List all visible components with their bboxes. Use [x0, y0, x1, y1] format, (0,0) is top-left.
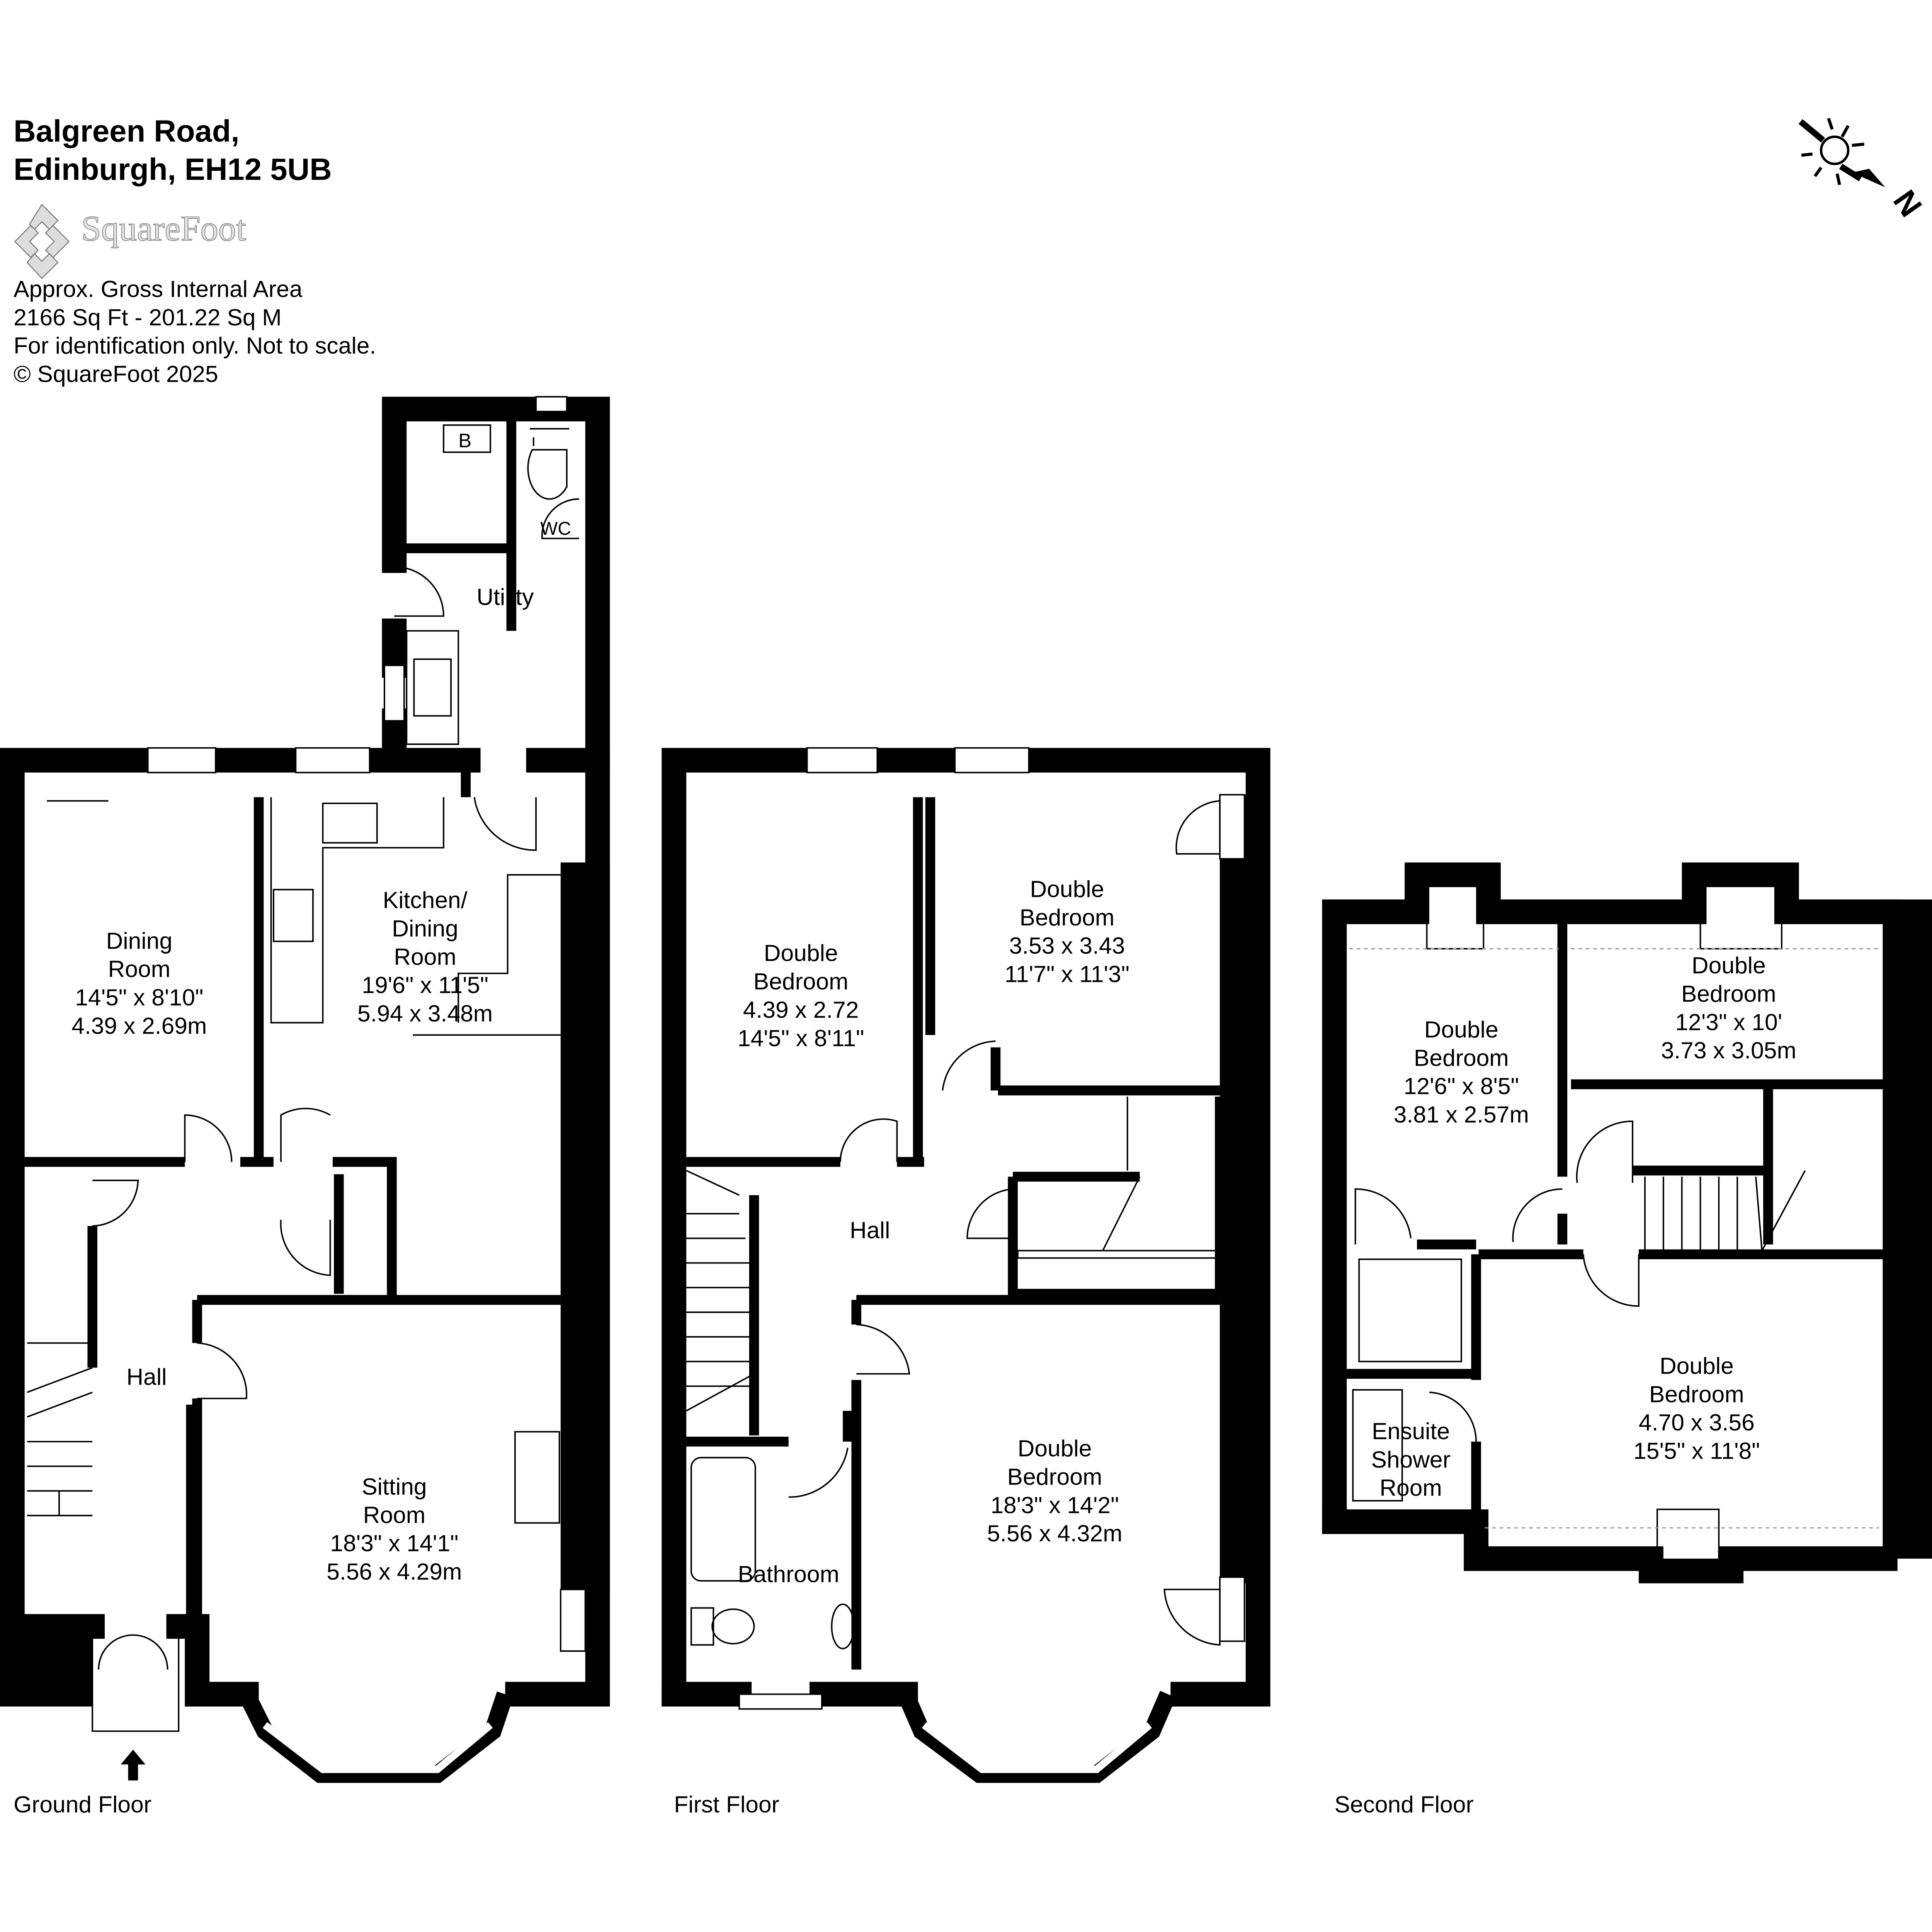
svg-text:Kitchen/: Kitchen/: [383, 887, 468, 913]
svg-text:5.56 x 4.32m: 5.56 x 4.32m: [987, 1520, 1122, 1546]
boiler-label: B: [458, 430, 471, 452]
svg-text:11'7" x 11'3": 11'7" x 11'3": [1005, 961, 1129, 987]
svg-text:Double: Double: [1660, 1352, 1734, 1379]
ground-floor-plan: B Dining Room 14'5" x 8'10" 4.39 x 2.69m…: [0, 396, 610, 1818]
svg-text:SquareFoot: SquareFoot: [81, 209, 246, 248]
svg-text:14'5" x 8'11": 14'5" x 8'11": [738, 1025, 864, 1051]
svg-text:14'5" x 8'10": 14'5" x 8'10": [75, 984, 203, 1010]
svg-text:4.39 x 2.69m: 4.39 x 2.69m: [71, 1012, 207, 1039]
room-ensuite: Ensuite Shower Room: [1371, 1418, 1450, 1501]
room-dining: Dining Room 14'5" x 8'10" 4.39 x 2.69m: [71, 927, 207, 1039]
area-label: Approx. Gross Internal Area: [14, 276, 303, 302]
room-sitting: Sitting Room 18'3" x 14'1" 5.56 x 4.29m: [327, 1473, 462, 1585]
first-floor-label: First Floor: [674, 1791, 779, 1818]
svg-text:Double: Double: [1424, 1016, 1498, 1043]
room-first-hall: Hall: [850, 1217, 890, 1243]
svg-text:4.39 x 2.72: 4.39 x 2.72: [743, 997, 859, 1023]
room-utility: Utility: [476, 584, 534, 610]
svg-text:Bedroom: Bedroom: [1649, 1381, 1744, 1407]
svg-text:Room: Room: [363, 1502, 426, 1528]
svg-text:Bedroom: Bedroom: [1007, 1463, 1102, 1490]
svg-text:Dining: Dining: [106, 927, 172, 954]
room-second-bed2: Double Bedroom 12'3" x 10' 3.73 x 3.05m: [1661, 952, 1796, 1063]
svg-text:Room: Room: [394, 944, 456, 970]
svg-text:Dining: Dining: [392, 915, 458, 941]
room-kitchen: Kitchen/ Dining Room 19'6" x 11'5" 5.94 …: [357, 887, 493, 1026]
svg-text:Double: Double: [764, 940, 838, 966]
ground-floor-label: Ground Floor: [14, 1791, 151, 1818]
room-first-bed1: Double Bedroom 4.39 x 2.72 14'5" x 8'11": [738, 940, 864, 1051]
svg-text:12'6" x 8'5": 12'6" x 8'5": [1404, 1073, 1519, 1099]
room-first-bed2: Double Bedroom 3.53 x 3.43 11'7" x 11'3": [1005, 876, 1129, 987]
copyright: © SquareFoot 2025: [14, 361, 218, 387]
svg-text:15'5" x 11'8": 15'5" x 11'8": [1633, 1438, 1760, 1464]
room-hall: Hall: [126, 1364, 167, 1390]
svg-text:5.56 x 4.29m: 5.56 x 4.29m: [327, 1558, 462, 1585]
sun-north-arrow-icon: N: [1798, 117, 1929, 223]
room-second-bed1: Double Bedroom 12'6" x 8'5" 3.81 x 2.57m: [1394, 1016, 1529, 1128]
svg-text:Double: Double: [1018, 1435, 1092, 1461]
address-line-2: Edinburgh, EH12 5UB: [14, 152, 332, 187]
squarefoot-logo: SquareFoot: [14, 204, 247, 279]
svg-text:Bedroom: Bedroom: [753, 968, 849, 995]
svg-text:Bedroom: Bedroom: [1414, 1044, 1509, 1071]
north-label: N: [1886, 184, 1929, 223]
svg-text:3.81 x 2.57m: 3.81 x 2.57m: [1394, 1101, 1529, 1128]
svg-text:Sitting: Sitting: [362, 1473, 427, 1500]
svg-text:Shower: Shower: [1371, 1446, 1450, 1473]
room-second-bed3: Double Bedroom 4.70 x 3.56 15'5" x 11'8": [1633, 1352, 1760, 1464]
svg-text:12'3" x 10': 12'3" x 10': [1675, 1009, 1782, 1035]
second-floor-plan: Double Bedroom 12'6" x 8'5" 3.81 x 2.57m…: [1322, 862, 1932, 1818]
svg-text:4.70 x 3.56: 4.70 x 3.56: [1639, 1409, 1755, 1435]
area-value: 2166 Sq Ft - 201.22 Sq M: [14, 304, 282, 330]
svg-text:5.94 x 3.48m: 5.94 x 3.48m: [357, 1000, 493, 1026]
room-first-bed3: Double Bedroom 18'3" x 14'2" 5.56 x 4.32…: [987, 1435, 1122, 1546]
disclaimer: For identification only. Not to scale.: [14, 332, 376, 359]
svg-text:3.53 x 3.43: 3.53 x 3.43: [1009, 932, 1125, 959]
svg-text:18'3" x 14'2": 18'3" x 14'2": [990, 1492, 1119, 1518]
svg-text:Ensuite: Ensuite: [1372, 1418, 1450, 1444]
room-wc: WC: [540, 519, 571, 539]
svg-text:19'6" x 11'5": 19'6" x 11'5": [362, 972, 488, 998]
room-bathroom: Bathroom: [738, 1561, 839, 1587]
entrance-arrow-icon: [121, 1750, 146, 1781]
svg-text:Bedroom: Bedroom: [1020, 904, 1115, 930]
svg-text:Room: Room: [108, 956, 171, 982]
svg-text:Room: Room: [1379, 1475, 1442, 1501]
address-line-1: Balgreen Road,: [14, 114, 240, 148]
svg-text:3.73 x 3.05m: 3.73 x 3.05m: [1661, 1037, 1796, 1063]
svg-text:18'3" x 14'1": 18'3" x 14'1": [330, 1530, 458, 1556]
svg-text:Double: Double: [1030, 876, 1104, 902]
first-floor-plan: Double Bedroom 4.39 x 2.72 14'5" x 8'11"…: [662, 747, 1270, 1818]
svg-text:Double: Double: [1692, 952, 1766, 978]
second-floor-label: Second Floor: [1334, 1791, 1473, 1818]
svg-text:Bedroom: Bedroom: [1681, 980, 1776, 1007]
